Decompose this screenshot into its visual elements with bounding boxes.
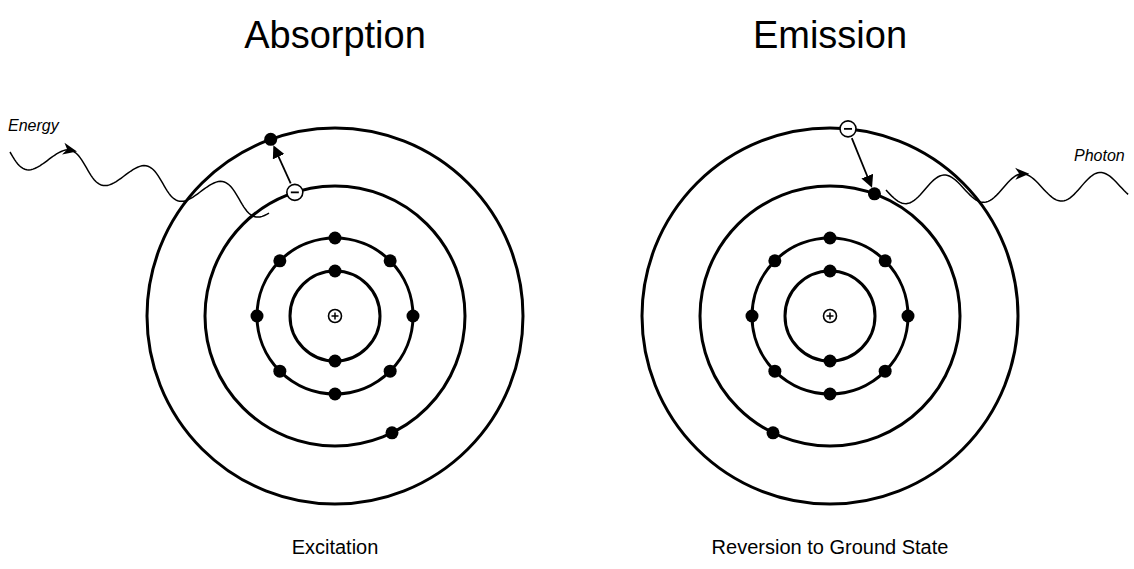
electron xyxy=(768,254,781,267)
electron-shell xyxy=(290,271,380,361)
electron-shell xyxy=(752,238,908,394)
electron xyxy=(273,254,286,267)
electron-shell xyxy=(257,238,413,394)
electron xyxy=(329,265,342,278)
electron xyxy=(868,187,881,200)
electron xyxy=(824,265,837,278)
wave xyxy=(886,172,1128,203)
atom xyxy=(147,128,523,504)
electron xyxy=(879,254,892,267)
electron xyxy=(746,310,759,323)
electron xyxy=(384,254,397,267)
electron-shell xyxy=(700,186,960,446)
electron xyxy=(329,355,342,368)
electron xyxy=(251,310,264,323)
wave-arrowhead xyxy=(62,143,78,158)
panel-heading: Emission xyxy=(630,14,1030,58)
electron xyxy=(824,232,837,245)
electron xyxy=(329,388,342,401)
nucleus xyxy=(824,310,837,323)
wave xyxy=(10,150,269,217)
transition-arrow xyxy=(274,148,290,184)
panel-heading: Absorption xyxy=(135,14,535,58)
electron xyxy=(879,365,892,378)
atom-panel: EmissionReversion to Ground State xyxy=(630,14,1030,559)
electron-shell xyxy=(205,186,465,446)
wave-arrowhead xyxy=(1015,168,1029,180)
electron-shell xyxy=(147,128,523,504)
electron-shell xyxy=(642,128,1018,504)
panel-caption: Reversion to Ground State xyxy=(630,535,1030,559)
atom xyxy=(642,121,1018,504)
excited-electron xyxy=(287,184,303,200)
electron xyxy=(902,310,915,323)
electron xyxy=(273,365,286,378)
electron xyxy=(824,388,837,401)
transition-arrow xyxy=(852,138,871,185)
wave-label: Energy xyxy=(8,116,59,135)
wave-label: Photon xyxy=(1074,146,1125,165)
electron xyxy=(264,133,277,146)
electron xyxy=(768,365,781,378)
electron-shell xyxy=(785,271,875,361)
nucleus xyxy=(329,310,342,323)
atom-panel: AbsorptionExcitation xyxy=(135,14,535,559)
panel-caption: Excitation xyxy=(135,535,535,559)
electron xyxy=(329,232,342,245)
electron xyxy=(384,365,397,378)
electron xyxy=(824,355,837,368)
electron xyxy=(407,310,420,323)
electron xyxy=(385,426,398,439)
electron xyxy=(767,426,780,439)
excited-electron xyxy=(840,121,856,137)
